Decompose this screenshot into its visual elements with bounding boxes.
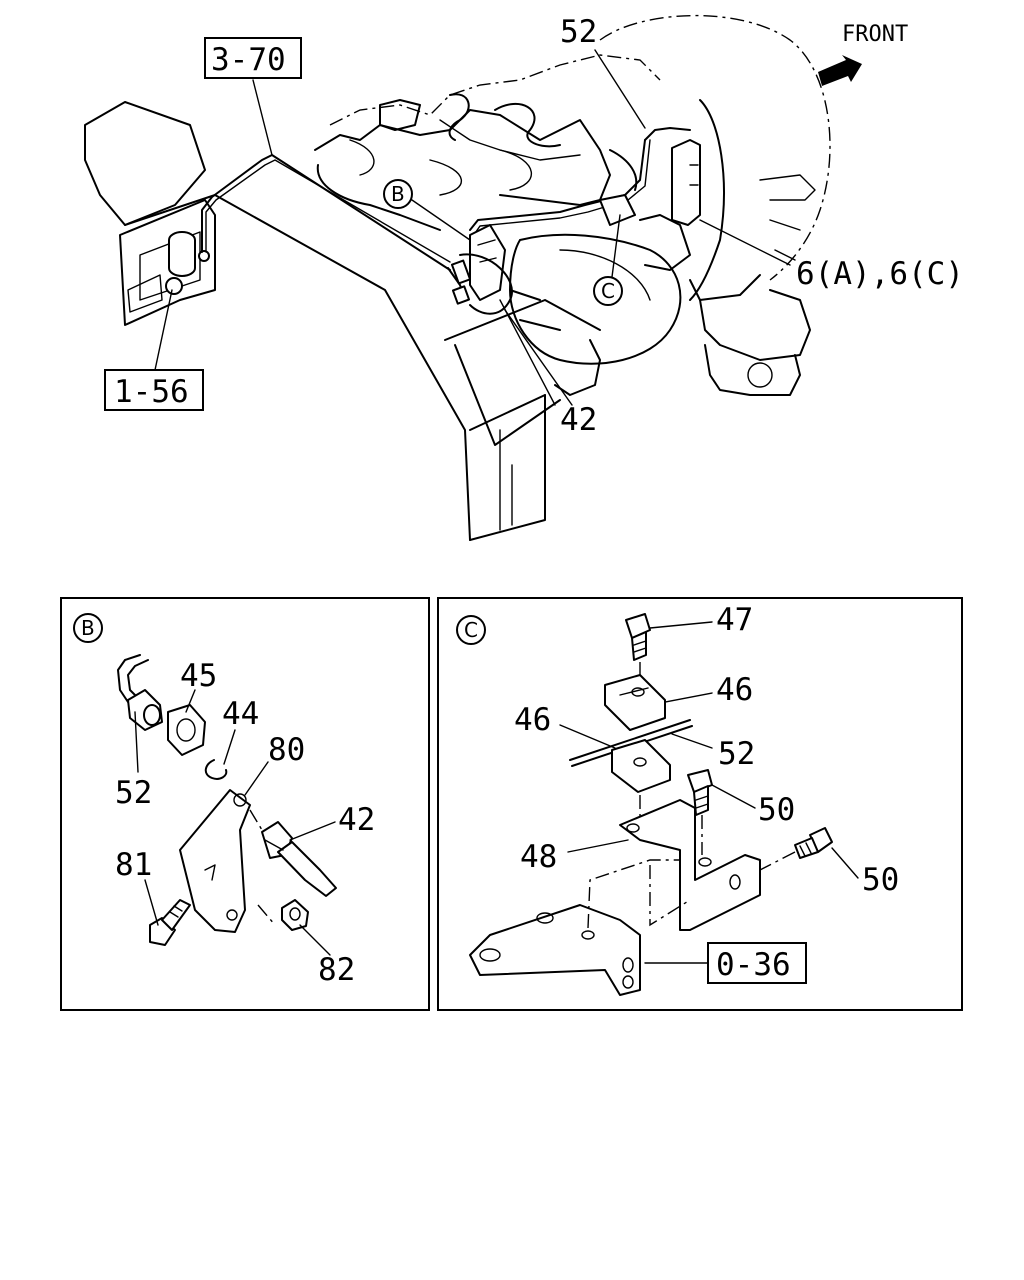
label-81: 81 (115, 847, 152, 883)
sensor-42 (261, 821, 337, 897)
nut-45 (167, 704, 206, 756)
detail-c-marker (456, 615, 486, 645)
marker-c-circle (593, 276, 623, 306)
marker-c-label: C (601, 279, 615, 303)
label-52-b: 52 (115, 775, 152, 811)
clamp-46-upper (604, 674, 666, 731)
label-80: 80 (268, 732, 305, 768)
bolt-81 (149, 899, 191, 946)
detail-b-location (459, 224, 513, 315)
detail-c-panel: C (437, 597, 963, 1011)
label-50-b: 50 (862, 862, 899, 898)
detail-b-panel: B (60, 597, 430, 1011)
ref-1-56-label: 1-56 (114, 374, 189, 410)
front-label: FRONT (842, 22, 908, 47)
label-82: 82 (318, 952, 355, 988)
label-46-a: 46 (716, 672, 753, 708)
clamp-46-lower (611, 739, 671, 793)
clip-44 (204, 759, 228, 780)
main-callouts: 3-70 1-56 52 6(A),6(C) 42 B C (104, 14, 964, 438)
bracket-48 (619, 799, 761, 931)
mount-base (469, 859, 691, 996)
label-42-b: 42 (338, 802, 375, 838)
ref-box-3-70 (204, 37, 302, 79)
ref-0-36-label: 0-36 (716, 947, 791, 983)
pipe-fitting-52 (117, 654, 163, 731)
marker-b-circle (383, 179, 413, 209)
pipe-line (201, 127, 691, 305)
detail-c-marker-label: C (464, 618, 478, 642)
ref-3-70-label: 3-70 (211, 42, 286, 78)
engine-bracket (599, 139, 701, 271)
callout-52: 52 (560, 14, 597, 50)
label-45: 45 (180, 658, 217, 694)
ref-box-0-36 (707, 942, 807, 984)
nut-82 (249, 809, 309, 931)
label-47: 47 (716, 602, 753, 638)
engine-outline (314, 14, 831, 396)
callout-42: 42 (560, 402, 597, 438)
label-50-a: 50 (758, 792, 795, 828)
bolt-50-horizontal (759, 827, 833, 871)
main-assembly-view: FRONT (84, 14, 964, 541)
marker-b-label: B (391, 182, 405, 206)
label-52-c: 52 (718, 736, 755, 772)
front-arrow-icon (818, 55, 862, 86)
frame-rail (84, 101, 601, 541)
detail-b-marker (73, 613, 103, 643)
detail-b-marker-label: B (81, 616, 95, 640)
label-44: 44 (222, 696, 259, 732)
left-bracket (119, 199, 216, 326)
bracket-80 (179, 789, 251, 933)
pipe-52-c (569, 719, 691, 761)
callout-6a-6c: 6(A),6(C) (796, 256, 964, 292)
label-48: 48 (520, 839, 557, 875)
ref-box-1-56 (104, 369, 204, 411)
label-46-b: 46 (514, 702, 551, 738)
